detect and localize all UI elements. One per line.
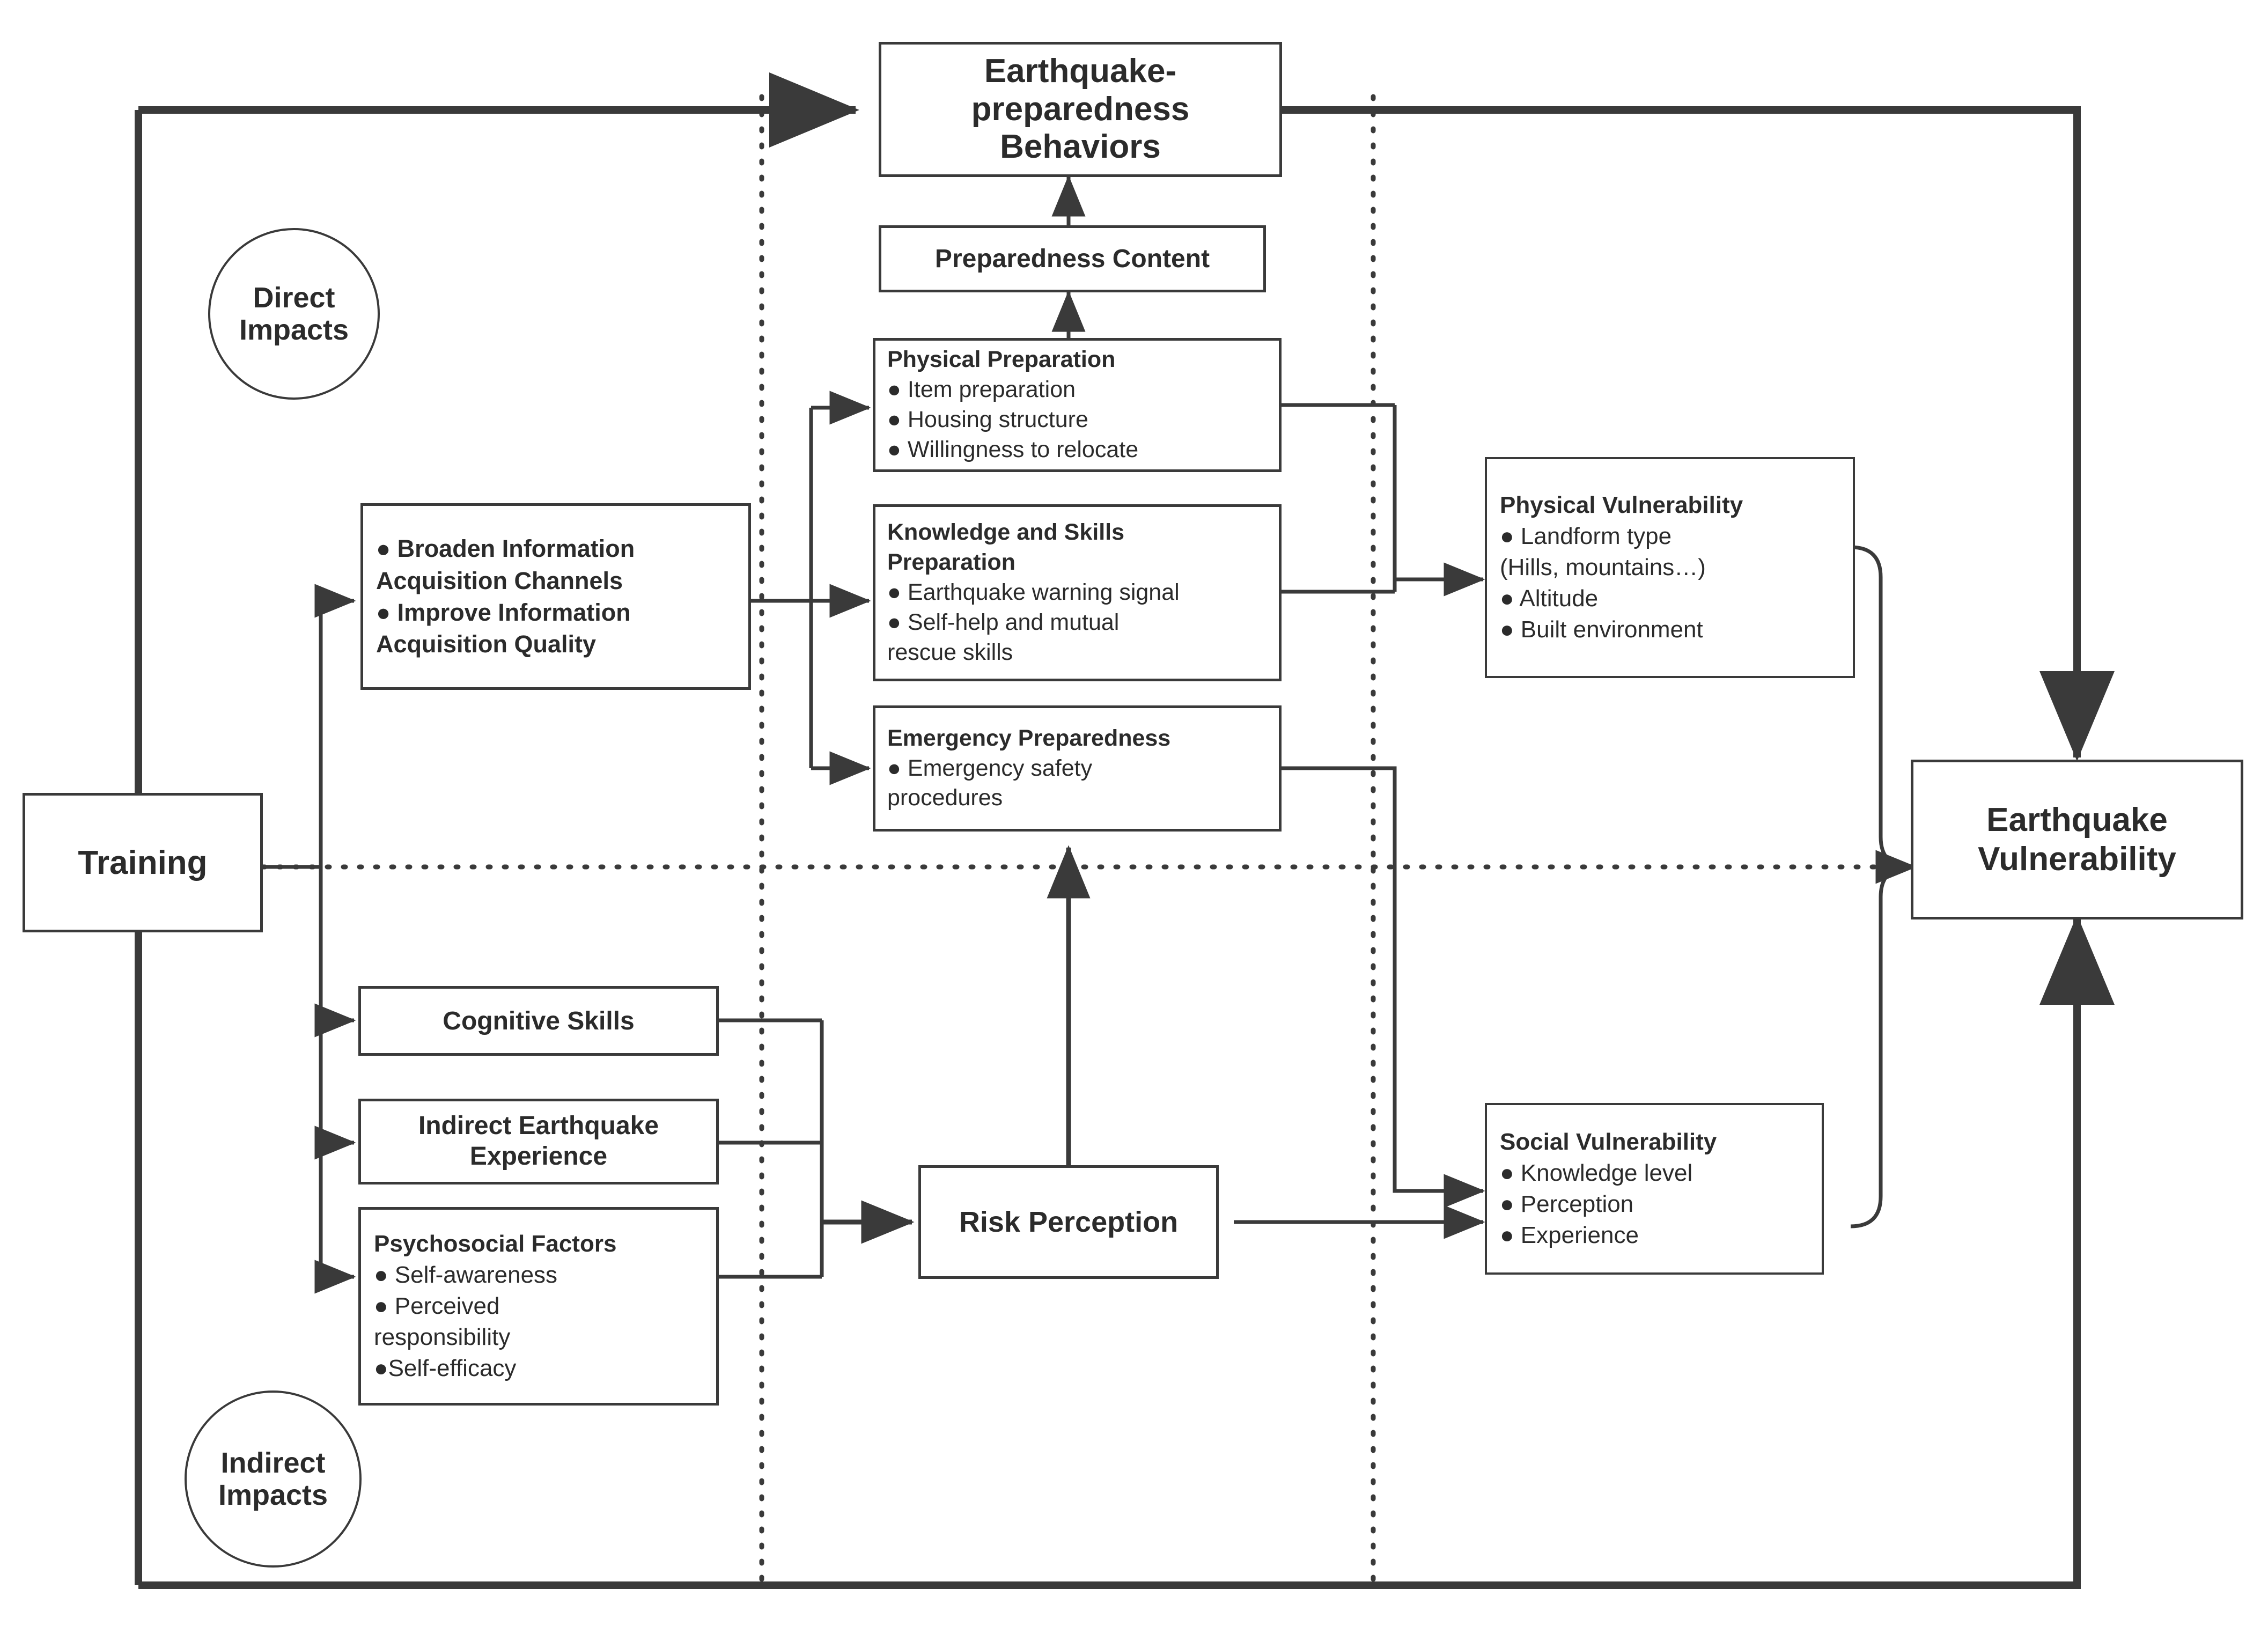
- physical-preparation-title: Physical Preparation: [887, 347, 1116, 373]
- node-emergency-preparedness[interactable]: Emergency Preparedness ● Emergency safet…: [873, 705, 1282, 832]
- preparedness-content-label: Preparedness Content: [934, 245, 1210, 273]
- node-physical-preparation[interactable]: Physical Preparation ● Item preparation …: [873, 338, 1282, 472]
- knowledge-preparation-item-2: ● Self-help and mutual: [887, 609, 1120, 635]
- earthquake-vulnerability-line-1: Earthquake: [1986, 801, 2168, 838]
- node-indirect-earthquake-experience[interactable]: Indirect Earthquake Experience: [358, 1099, 719, 1184]
- indirect-impacts-line-1: Indirect: [220, 1446, 326, 1479]
- information-acquisition-item-2: Acquisition Channels: [376, 566, 623, 594]
- physical-vulnerability-item-2: (Hills, mountains…): [1500, 554, 1706, 580]
- epb-line-1: Earthquake-: [984, 52, 1177, 90]
- indirect-experience-line-2: Experience: [469, 1142, 608, 1171]
- earthquake-vulnerability-line-2: Vulnerability: [1978, 841, 2176, 878]
- information-acquisition-item-3: ● Improve Information: [376, 599, 631, 626]
- node-earthquake-preparedness-behaviors[interactable]: Earthquake- preparedness Behaviors: [879, 42, 1282, 177]
- node-cognitive-skills[interactable]: Cognitive Skills: [358, 986, 719, 1056]
- node-knowledge-skills-preparation[interactable]: Knowledge and Skills Preparation ● Earth…: [873, 504, 1282, 681]
- psychosocial-factors-title: Psychosocial Factors: [374, 1230, 617, 1257]
- physical-preparation-item-3: ● Willingness to relocate: [887, 436, 1139, 462]
- emergency-preparedness-item-1: ● Emergency safety: [887, 755, 1093, 781]
- direct-impacts-line-1: Direct: [253, 281, 335, 314]
- node-information-acquisition[interactable]: ● Broaden Information Acquisition Channe…: [360, 503, 751, 690]
- physical-vulnerability-title: Physical Vulnerability: [1500, 491, 1743, 518]
- node-social-vulnerability[interactable]: Social Vulnerability ● Knowledge level ●…: [1485, 1103, 1824, 1275]
- epb-line-3: Behaviors: [1000, 128, 1161, 166]
- physical-vulnerability-item-4: ● Built environment: [1500, 616, 1703, 643]
- knowledge-preparation-title-line-1: Knowledge and Skills: [887, 519, 1125, 546]
- knowledge-preparation-title-line-2: Preparation: [887, 549, 1015, 576]
- knowledge-preparation-item-1: ● Earthquake warning signal: [887, 579, 1180, 606]
- label-indirect-impacts: Indirect Impacts: [185, 1390, 362, 1568]
- information-acquisition-item-1: ● Broaden Information: [376, 535, 635, 563]
- indirect-impacts-line-2: Impacts: [218, 1479, 328, 1511]
- node-psychosocial-factors[interactable]: Psychosocial Factors ● Self-awareness ● …: [358, 1207, 719, 1406]
- node-risk-perception[interactable]: Risk Perception: [918, 1165, 1219, 1279]
- epb-line-2: preparedness: [971, 90, 1190, 128]
- emergency-preparedness-title: Emergency Preparedness: [887, 725, 1171, 751]
- psychosocial-factors-item-4: ●Self-efficacy: [374, 1355, 517, 1382]
- knowledge-preparation-item-3: rescue skills: [887, 639, 1013, 665]
- risk-perception-label: Risk Perception: [959, 1206, 1179, 1238]
- direct-impacts-line-2: Impacts: [239, 314, 349, 346]
- psychosocial-factors-item-3: responsibility: [374, 1324, 511, 1351]
- psychosocial-factors-item-1: ● Self-awareness: [374, 1261, 558, 1288]
- emergency-preparedness-item-2: procedures: [887, 785, 1003, 811]
- physical-preparation-item-2: ● Housing structure: [887, 407, 1088, 432]
- cognitive-skills-label: Cognitive Skills: [443, 1006, 635, 1035]
- social-vulnerability-item-1: ● Knowledge level: [1500, 1159, 1693, 1186]
- psychosocial-factors-item-2: ● Perceived: [374, 1292, 500, 1319]
- social-vulnerability-item-3: ● Experience: [1500, 1222, 1639, 1249]
- node-preparedness-content[interactable]: Preparedness Content: [879, 225, 1266, 292]
- training-label: Training: [78, 844, 208, 881]
- label-direct-impacts: Direct Impacts: [208, 228, 380, 400]
- node-earthquake-vulnerability[interactable]: Earthquake Vulnerability: [1911, 760, 2243, 919]
- node-training[interactable]: Training: [23, 793, 263, 932]
- physical-preparation-item-1: ● Item preparation: [887, 377, 1076, 403]
- indirect-experience-line-1: Indirect Earthquake: [418, 1112, 659, 1141]
- physical-vulnerability-item-3: ● Altitude: [1500, 585, 1599, 612]
- node-physical-vulnerability[interactable]: Physical Vulnerability ● Landform type (…: [1485, 457, 1855, 678]
- information-acquisition-item-4: Acquisition Quality: [376, 630, 597, 658]
- social-vulnerability-item-2: ● Perception: [1500, 1191, 1634, 1217]
- social-vulnerability-title: Social Vulnerability: [1500, 1128, 1717, 1155]
- physical-vulnerability-item-1: ● Landform type: [1500, 523, 1672, 549]
